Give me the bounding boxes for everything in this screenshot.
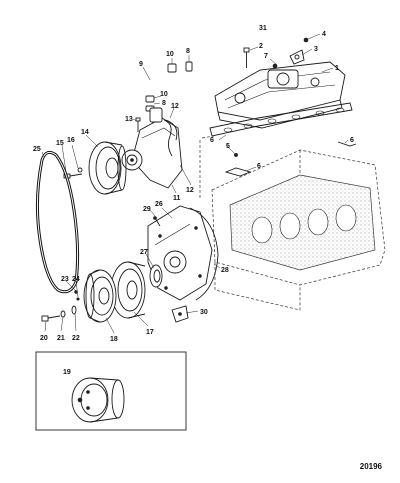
callout-15: 15	[56, 140, 64, 147]
callout-1: 1	[335, 65, 339, 72]
callout-21: 21	[57, 335, 65, 342]
pump-gasket	[165, 119, 178, 141]
washer	[77, 167, 83, 173]
callout-6a: 6	[210, 137, 214, 144]
intake-manifold	[214, 61, 346, 129]
callout-17: 17	[146, 329, 154, 336]
drive-belt	[35, 150, 80, 294]
pump-bolt	[135, 117, 141, 132]
balancer-spacer	[71, 305, 77, 315]
callout-5: 5	[226, 143, 230, 150]
callout-23: 23	[61, 276, 69, 283]
callout-10a: 10	[166, 51, 174, 58]
balancer-washer	[60, 310, 66, 318]
callout-labels: 1 2 3 4 31 5 6 6 6 7 8 8 9 10 10 11 12 1…	[33, 25, 354, 376]
pin	[76, 297, 80, 301]
balancer-bolt	[41, 315, 61, 322]
engine-block	[211, 149, 386, 311]
key	[74, 290, 78, 294]
callout-31: 31	[259, 25, 267, 32]
end-seal	[337, 141, 357, 147]
callout-24: 24	[72, 276, 80, 283]
callout-27: 27	[140, 249, 148, 256]
callout-11: 11	[173, 195, 181, 202]
inset-pulley	[71, 377, 125, 423]
callout-25: 25	[33, 146, 41, 153]
callout-3: 3	[314, 46, 318, 53]
timing-cover	[147, 205, 213, 301]
callout-26: 26	[155, 201, 163, 208]
pump-pulley	[88, 141, 127, 195]
thermostat-gasket	[224, 167, 252, 177]
callout-20: 20	[40, 335, 48, 342]
callout-6c: 6	[257, 163, 261, 170]
harmonic-balancer	[83, 269, 117, 323]
callout-14: 14	[81, 129, 89, 136]
cover-gasket	[189, 207, 219, 301]
manifold-hardware	[243, 37, 309, 69]
crank-pulley	[110, 261, 146, 319]
oil-seal	[149, 264, 163, 288]
inset-box	[35, 351, 187, 431]
water-pump	[121, 107, 183, 189]
callout-2: 2	[259, 43, 263, 50]
bracket	[171, 305, 189, 323]
callout-16: 16	[67, 137, 75, 144]
callout-28: 28	[221, 267, 229, 274]
callout-30: 30	[200, 309, 208, 316]
figure-id: 20196	[359, 462, 382, 471]
bypass-hose	[145, 61, 193, 112]
callout-8b: 8	[162, 100, 166, 107]
callout-18: 18	[110, 336, 118, 343]
callout-6b: 6	[350, 137, 354, 144]
callout-4: 4	[322, 31, 326, 38]
callout-8a: 8	[186, 48, 190, 55]
callout-10b: 10	[160, 91, 168, 98]
callout-9: 9	[139, 61, 143, 68]
callout-29: 29	[143, 206, 151, 213]
callout-12b: 12	[186, 187, 194, 194]
callout-22: 22	[72, 335, 80, 342]
callout-12a: 12	[171, 103, 179, 110]
callout-leaders	[41, 33, 349, 334]
callout-19: 19	[63, 369, 71, 376]
callout-13: 13	[125, 116, 133, 123]
callout-7: 7	[264, 53, 268, 60]
